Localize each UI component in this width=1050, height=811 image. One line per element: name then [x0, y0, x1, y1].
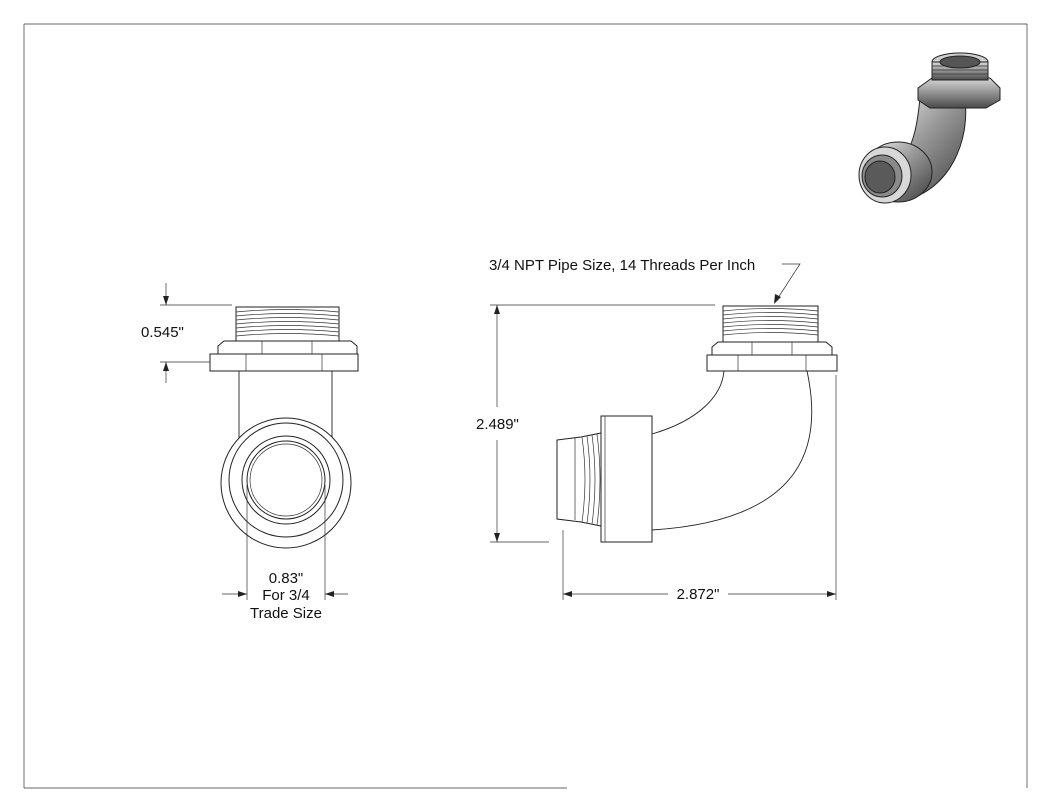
- dimension-inner-diameter-label: 0.83": [269, 570, 304, 587]
- front-view-body: [220, 371, 352, 549]
- side-view-inlet: [556, 432, 602, 527]
- side-view-elbow: [651, 370, 813, 531]
- dimension-inner-diameter-note-2: Trade Size: [250, 605, 322, 622]
- front-view-thread: [235, 306, 340, 342]
- dimension-inner-diameter-note-1: For 3/4: [262, 587, 310, 604]
- dimension-width: 2.872": [562, 375, 837, 603]
- dimension-inner-diameter: 0.83" For 3/4 Trade Size: [222, 485, 348, 622]
- front-view-nut: [209, 340, 359, 372]
- sheet-border: [23, 23, 1028, 789]
- dimension-thread-length-label: 0.545": [141, 324, 184, 341]
- side-view-nut: [706, 341, 838, 372]
- thread-callout: 3/4 NPT Pipe Size, 14 Threads Per Inch: [489, 257, 801, 304]
- isometric-render: [858, 52, 1001, 204]
- front-view: [209, 306, 359, 549]
- dimension-height-label: 2.489": [476, 416, 519, 433]
- side-view-thread: [722, 305, 819, 343]
- side-view: [556, 305, 838, 543]
- dimension-width-label: 2.872": [677, 586, 720, 603]
- side-view-collar: [600, 415, 653, 543]
- dimension-height: 2.489": [476, 304, 715, 543]
- thread-callout-label: 3/4 NPT Pipe Size, 14 Threads Per Inch: [489, 257, 755, 274]
- dimension-thread-length: 0.545": [141, 283, 232, 383]
